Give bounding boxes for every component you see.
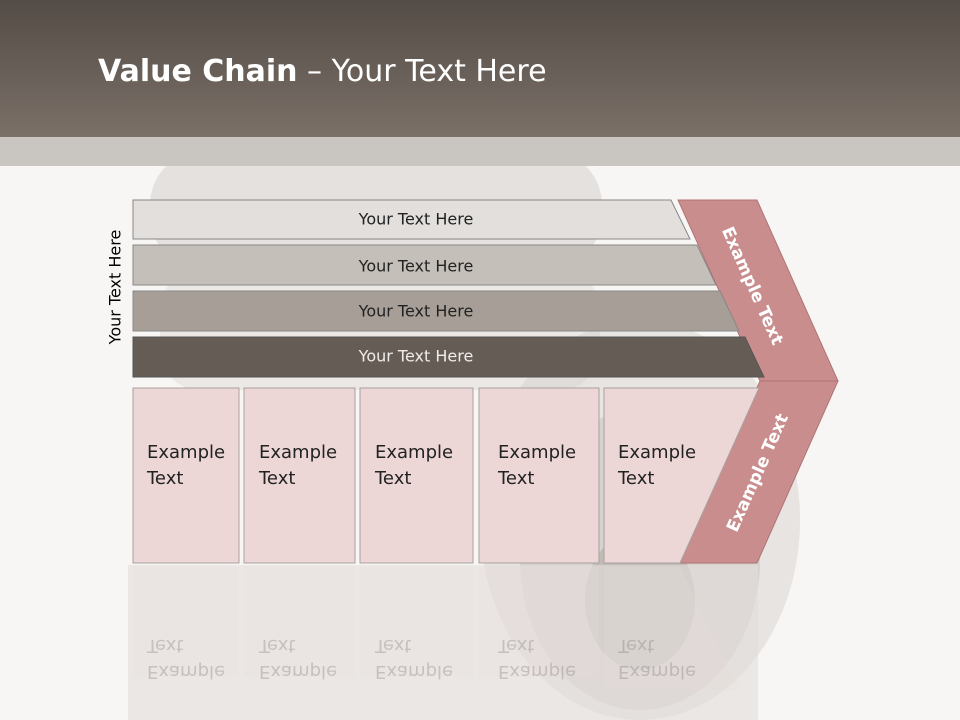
cell-5-text: Example Text — [618, 440, 696, 492]
cell-2-reflection-line2: Text — [259, 635, 296, 656]
cell-4-line2: Text — [498, 468, 535, 489]
cell-3-reflection: Example Text — [375, 632, 453, 684]
cell-5-line2: Text — [618, 468, 655, 489]
cell-2-line1: Example — [259, 442, 338, 463]
cell-1-line2: Text — [147, 468, 184, 489]
cell-3-reflection-line2: Text — [375, 635, 412, 656]
header-sub-bar — [0, 137, 960, 166]
bar-1: Your Text Here — [132, 199, 691, 240]
title-header-bar — [0, 0, 960, 137]
cell-2-text: Example Text — [259, 440, 337, 492]
cell-5-reflection-line2: Text — [618, 635, 655, 656]
cell-5-line1: Example — [618, 442, 697, 463]
cells-reflection — [133, 567, 740, 690]
bar-4-label: Your Text Here — [358, 347, 474, 366]
cell-4-text: Example Text — [498, 440, 576, 492]
cell-4-reflection: Example Text — [498, 632, 576, 684]
cell-1-box — [132, 387, 240, 564]
bar-1-label: Your Text Here — [358, 210, 474, 229]
cell-3-text: Example Text — [375, 440, 453, 492]
cell-4-line1: Example — [498, 442, 577, 463]
cell-1-line1: Example — [147, 442, 226, 463]
cell-5-reflection: Example Text — [618, 632, 696, 684]
title-bold: Value Chain — [98, 54, 298, 89]
cell-3-reflection-line1: Example — [375, 661, 454, 682]
bar-2-label: Your Text Here — [358, 257, 474, 276]
bar-2: Your Text Here — [132, 244, 717, 286]
slide-title: Value Chain – Your Text Here — [98, 54, 547, 89]
bar-4: Your Text Here — [132, 336, 765, 378]
cell-4-box — [478, 387, 600, 564]
cell-1-reflection-line1: Example — [147, 661, 226, 682]
cell-3-line2: Text — [375, 468, 412, 489]
cell-3-line1: Example — [375, 442, 454, 463]
cell-1-reflection-line2: Text — [147, 635, 184, 656]
cell-4-reflection-line2: Text — [498, 635, 535, 656]
cell-2-box — [243, 387, 356, 564]
cell-5-box — [603, 387, 760, 564]
cell-2-reflection: Example Text — [259, 632, 337, 684]
cell-5-reflection-line1: Example — [618, 661, 697, 682]
cell-2-reflection-line1: Example — [259, 661, 338, 682]
title-rest: – Your Text Here — [297, 54, 547, 89]
cell-4-reflection-line1: Example — [498, 661, 577, 682]
cell-1-text: Example Text — [147, 440, 225, 492]
bar-3: Your Text Here — [132, 290, 740, 332]
cell-2-line2: Text — [259, 468, 296, 489]
bar-3-label: Your Text Here — [358, 302, 474, 321]
cell-3-box — [359, 387, 474, 564]
cell-1-reflection: Example Text — [147, 632, 225, 684]
